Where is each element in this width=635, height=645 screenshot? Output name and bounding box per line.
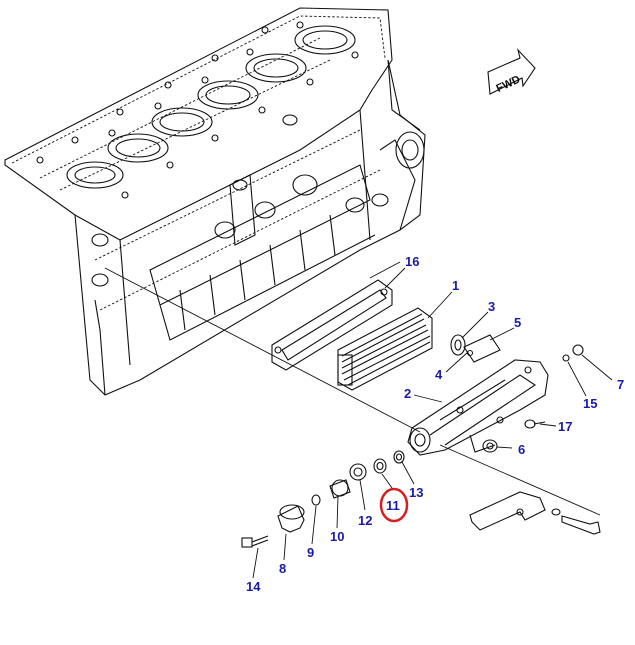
engine-block <box>4 7 426 396</box>
callout-16[interactable]: 16 <box>405 254 419 269</box>
callout-6[interactable]: 6 <box>518 442 525 457</box>
part-1-oil-cooler-element <box>337 307 433 391</box>
callout-8[interactable]: 8 <box>279 561 286 576</box>
part-2-cooler-cover <box>407 359 549 456</box>
callout-3[interactable]: 3 <box>488 299 495 314</box>
part-10-sleeve <box>329 479 351 499</box>
part-16-gasket <box>271 279 393 371</box>
callout-14[interactable]: 14 <box>246 579 261 594</box>
part-14-bolt <box>241 535 269 548</box>
callout-4[interactable]: 4 <box>435 367 443 382</box>
part-11-washer <box>373 458 387 474</box>
part-6-plug <box>482 439 498 453</box>
part-17-plug <box>524 419 546 429</box>
part-7-15-fittings <box>562 344 584 362</box>
assembly-lines <box>104 261 601 516</box>
callout-2[interactable]: 2 <box>404 386 411 401</box>
callout-1[interactable]: 1 <box>452 278 459 293</box>
callout-10[interactable]: 10 <box>330 529 344 544</box>
fwd-label: FWD <box>494 73 522 94</box>
part-3-4-5-small-parts <box>450 334 501 363</box>
part-8-filter-housing <box>277 504 305 533</box>
highlight-circle <box>379 487 409 523</box>
forward-direction-arrow: FWD <box>487 48 536 95</box>
part-12-bushing <box>349 463 367 481</box>
callout-7[interactable]: 7 <box>617 377 624 392</box>
callout-11[interactable]: 11 <box>386 498 400 513</box>
callout-17[interactable]: 17 <box>558 419 572 434</box>
callout-9[interactable]: 9 <box>307 545 314 560</box>
callout-15[interactable]: 15 <box>583 396 597 411</box>
callout-labels: 16 1 3 5 4 2 7 15 17 6 13 12 10 9 8 14 1… <box>246 254 624 594</box>
callout-5[interactable]: 5 <box>514 315 521 330</box>
callout-12[interactable]: 12 <box>358 513 372 528</box>
leader-lines <box>252 267 613 579</box>
callout-13[interactable]: 13 <box>409 485 423 500</box>
part-13-washer <box>393 450 405 464</box>
part-9-o-ring <box>311 494 321 506</box>
lower-bracket <box>469 491 601 535</box>
